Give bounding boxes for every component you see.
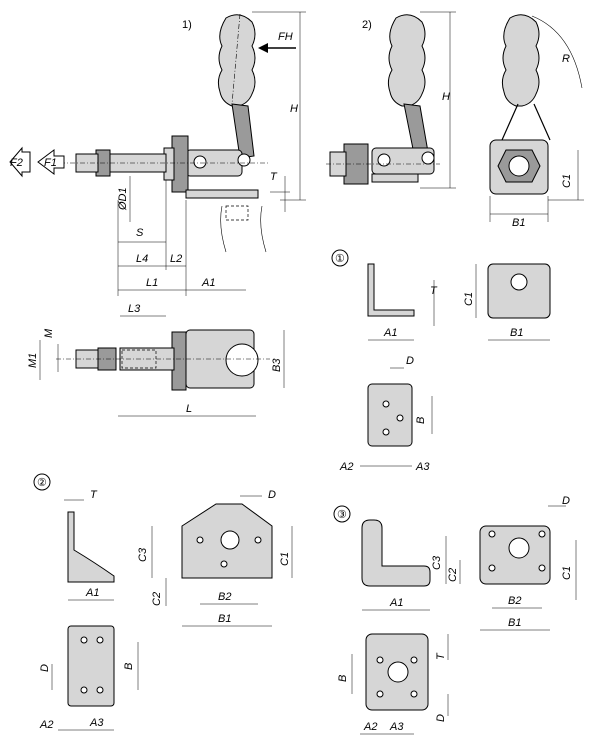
variant-label-3: ③ (337, 509, 347, 521)
label-t-v1: T (430, 285, 438, 297)
front-view: R B1 C1 (489, 14, 584, 229)
label-c1-v3: C1 (561, 566, 573, 580)
label-b-v2: B (123, 663, 135, 670)
label-t-v2: T (90, 489, 98, 501)
label-r: R (562, 53, 570, 65)
label-d1: ØD1 (117, 187, 129, 211)
label-b3: B3 (271, 358, 283, 372)
bracket-side-1 (367, 263, 415, 317)
label-b2-v2: B2 (218, 591, 231, 603)
side-view-1: 1) FH H T F1 F2 (9, 11, 306, 296)
label-h-1: H (290, 103, 298, 115)
label-l: L (186, 403, 192, 415)
label-t-1: T (270, 171, 278, 183)
view-label-1: 1) (182, 19, 192, 31)
label-m: M (43, 328, 55, 338)
label-c1-v1: C1 (463, 292, 475, 306)
pivot-pin-2 (237, 153, 251, 167)
label-a2-v3: A2 (363, 721, 377, 733)
label-d-v2b: D (39, 664, 51, 672)
label-d-v1: D (406, 355, 414, 367)
label-fh: FH (278, 31, 293, 43)
label-b1-v2: B1 (218, 613, 231, 625)
label-c1-v2: C1 (279, 552, 291, 566)
label-b2-v3: B2 (508, 595, 521, 607)
label-f1: F1 (44, 157, 57, 169)
label-c2-v2: C2 (151, 592, 163, 606)
label-f2: F2 (10, 157, 23, 169)
label-c2-v3: C2 (447, 568, 459, 582)
bracket-top-2 (67, 625, 115, 707)
label-l2: L2 (170, 253, 182, 265)
label-c1-front: C1 (561, 174, 573, 188)
label-a3-v1: A3 (415, 461, 430, 473)
label-b-v3: B (337, 675, 349, 682)
label-a1-v3: A1 (389, 597, 403, 609)
bracket-side-3 (361, 519, 431, 587)
label-a1-v2: A1 (85, 587, 99, 599)
fh-arrow-head (258, 43, 268, 53)
label-a1-v1: A1 (383, 327, 397, 339)
variant-label-2: ② (37, 477, 47, 489)
handle-arm-2 (403, 103, 429, 155)
label-t-v3: T (435, 652, 447, 660)
label-a3-v3: A3 (389, 721, 404, 733)
label-d-v2: D (268, 489, 276, 501)
handle-grip-2 (387, 14, 426, 107)
label-m1: M1 (27, 353, 39, 368)
top-view: L3 M1 M B3 L (27, 303, 285, 417)
label-a2-v1: A2 (339, 461, 353, 473)
f1-arrow (37, 149, 65, 175)
label-b-v1: B (415, 417, 427, 424)
handle-grip-front (501, 14, 540, 107)
side-view-2: 2) H (326, 11, 456, 189)
pivot-pin-1 (193, 155, 207, 169)
handle-arm (231, 103, 255, 159)
variant-3: ③ A1 D C3 C2 C1 B2 B1 B T D A2 (333, 495, 577, 735)
label-c3-v3: C3 (431, 555, 443, 570)
handle-grip (217, 14, 256, 107)
f2-arrow (9, 146, 31, 178)
label-b1-v3: B1 (508, 617, 521, 629)
label-l1: L1 (146, 277, 158, 289)
bracket-front-1 (487, 263, 551, 319)
label-s: S (136, 227, 144, 239)
label-d-v3b: D (435, 714, 447, 722)
label-d-v3: D (562, 495, 570, 507)
label-a3-v2: A3 (89, 717, 104, 729)
variant-2: ② T A1 D C3 C2 C1 B2 B1 D B A2 A3 (33, 473, 293, 731)
label-l4: L4 (136, 253, 148, 265)
label-a2-v2: A2 (39, 719, 53, 731)
variant-label-1: ① (335, 253, 345, 265)
label-a1-top: A1 (201, 277, 215, 289)
top-pivot (225, 343, 259, 377)
label-h-2: H (442, 91, 450, 103)
label-c3-v2: C3 (137, 547, 149, 562)
bracket-side-2 (67, 511, 115, 583)
label-l3: L3 (128, 303, 141, 315)
bracket-top-1 (367, 383, 413, 447)
view-label-2: 2) (362, 19, 372, 31)
label-b1-front: B1 (512, 217, 525, 229)
variant-1: ① A1 T C1 B1 D B A2 A3 (331, 249, 551, 473)
label-b1-v1: B1 (510, 327, 523, 339)
base-plate-1 (185, 189, 259, 199)
